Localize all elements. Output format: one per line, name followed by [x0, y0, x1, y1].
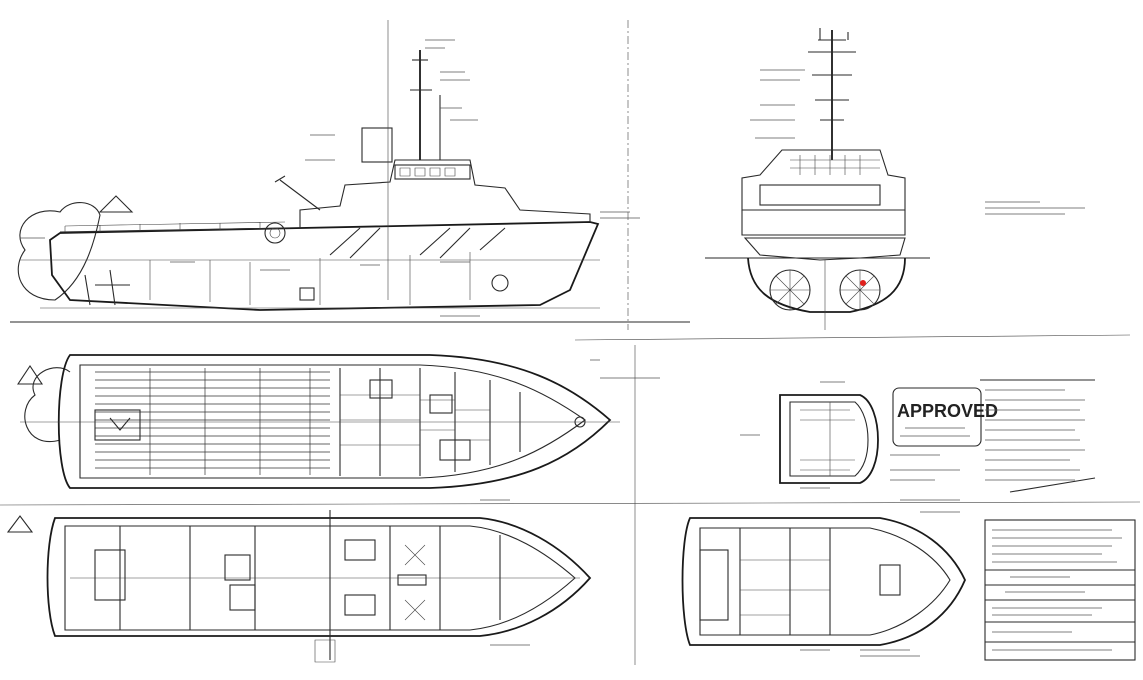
end-elevation-view — [705, 28, 1085, 330]
upper-deck-plan-view — [740, 381, 879, 489]
principal-particulars-table — [890, 379, 1096, 513]
lower-deck-plan-view — [6, 510, 592, 663]
outboard-profile-view — [10, 20, 690, 330]
approval-stamp: APPROVED — [892, 387, 998, 447]
title-block — [984, 519, 1136, 661]
approved-stamp-text: APPROVED — [897, 401, 998, 421]
red-marker-dot — [860, 280, 866, 286]
main-deck-plan-view — [16, 354, 660, 501]
hold-plan-view — [634, 345, 966, 665]
